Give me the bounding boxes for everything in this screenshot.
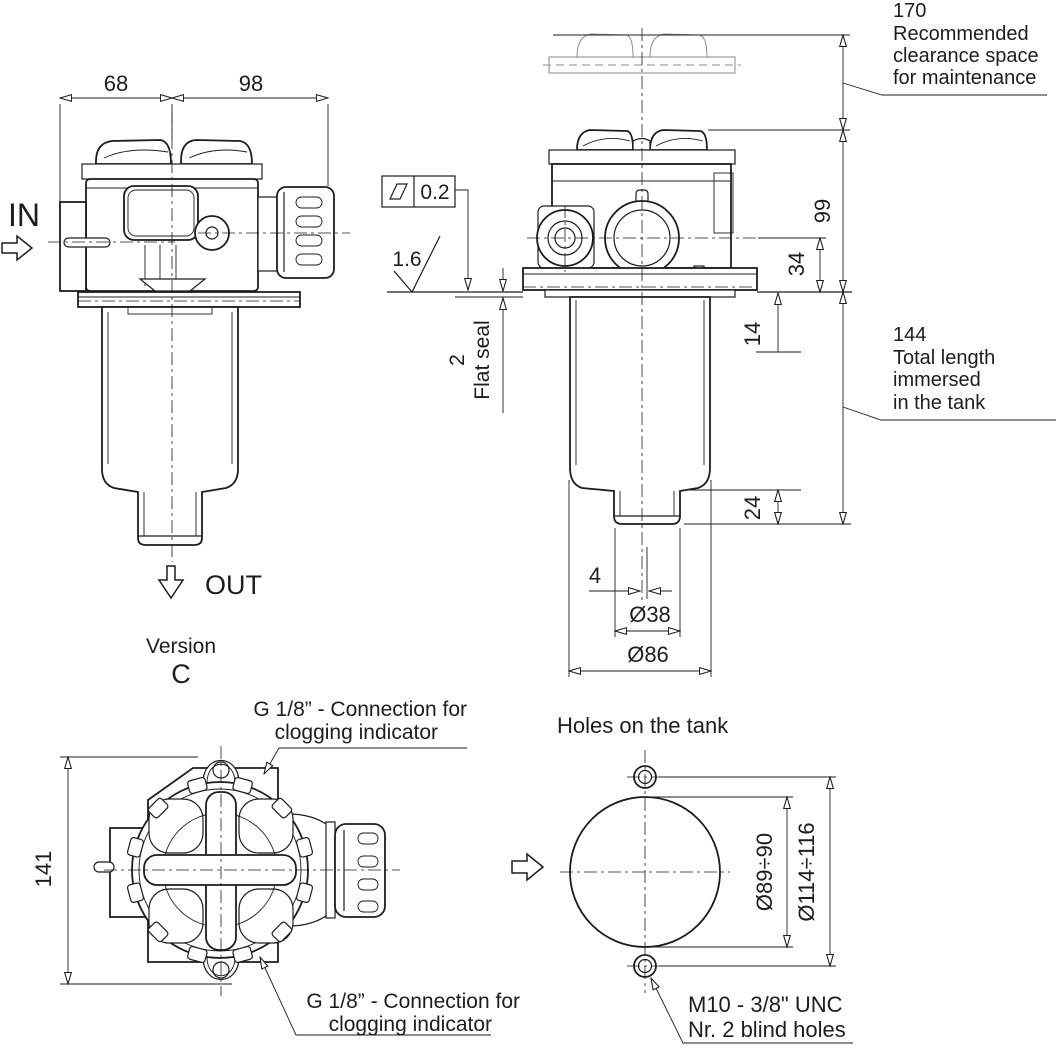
- dim-4-label: 4: [589, 563, 601, 588]
- front-view-bowl: [569, 296, 711, 525]
- in-label: IN: [8, 197, 40, 233]
- g18-bottom-line2: clogging indicator: [329, 1013, 492, 1036]
- flatness-value: 0.2: [420, 181, 449, 204]
- knurled-knob: [276, 186, 335, 279]
- dim-141-label: 141: [31, 851, 56, 888]
- dim-34: 34: [758, 238, 826, 292]
- immersed-note-1: Total length: [893, 347, 995, 369]
- clearance-note-2: clearance space: [893, 45, 1039, 67]
- dim-24: 24: [684, 490, 851, 524]
- g18-bottom-line1: G 1/8” - Connection for: [306, 990, 520, 1013]
- front-view-head: [522, 129, 758, 298]
- dim-dia38: Ø38: [615, 528, 680, 637]
- side-view-bowl: [101, 306, 239, 546]
- top-view: 141: [31, 698, 520, 1036]
- holes-title: Holes on the tank: [557, 713, 729, 738]
- dim-seal: 2 Flat seal: [446, 268, 503, 413]
- dia-38-label: Ø38: [629, 602, 671, 627]
- version-word: Version: [146, 635, 216, 658]
- dim-hole-dia: Ø89÷90: [648, 797, 793, 947]
- side-view: 68 98: [1, 71, 350, 689]
- mounting-flange: [77, 291, 301, 308]
- clearance-note-3: for maintenance: [893, 67, 1036, 89]
- dim-141: 141: [31, 757, 232, 984]
- dim-68-label: 68: [104, 71, 128, 96]
- front-view: [522, 28, 852, 604]
- version-letter: C: [171, 659, 191, 689]
- dim-width-68-98: 68 98: [60, 71, 328, 206]
- immersed-value: 144: [893, 324, 926, 346]
- dim-170: 170 Recommended clearance space for main…: [843, 0, 1047, 130]
- drain-boss: [138, 278, 207, 292]
- dim-24-label: 24: [740, 496, 765, 520]
- dim-14-label: 14: [740, 322, 765, 346]
- immersed-note-3: in the tank: [893, 392, 986, 414]
- inlet-slot: [63, 237, 111, 248]
- dim-98-label: 98: [239, 71, 263, 96]
- flatness-symbol-icon: [389, 183, 408, 200]
- hole-dia-label: Ø89÷90: [752, 833, 777, 911]
- seal-thickness-label: 2: [446, 354, 469, 366]
- cap-serration-tabs: [126, 776, 314, 964]
- surface-symbols: 0.2 1.6 2 Flat seal: [381, 175, 523, 413]
- filter-bowl: [569, 296, 711, 525]
- roughness-value: 1.6: [392, 248, 421, 271]
- flatness-tolerance-frame: [381, 175, 456, 208]
- dim-144: 144 Total length immersed in the tank: [843, 292, 1056, 524]
- dim-99: 99: [810, 130, 843, 292]
- m10-line2: Nr. 2 blind holes: [688, 1017, 846, 1042]
- dim-4: 4: [589, 563, 672, 591]
- clearance-value: 170: [893, 0, 926, 22]
- flange-collar: [544, 289, 736, 298]
- right-dimensions: 170 Recommended clearance space for main…: [684, 0, 1056, 524]
- m10-line1: M10 - 3/8" UNC: [688, 992, 843, 1017]
- g18-top-line2: clogging indicator: [275, 721, 438, 744]
- knob-neck: [257, 196, 279, 272]
- dim-14: 14: [740, 293, 801, 353]
- tank-holes-view: Holes on the tank Ø89÷90 Ø114÷116 M10 - …: [511, 713, 853, 1044]
- flat-seal-label: Flat seal: [471, 320, 494, 399]
- clearance-note-1: Recommended: [893, 23, 1029, 45]
- m10-note: M10 - 3/8" UNC Nr. 2 blind holes: [651, 978, 853, 1044]
- g18-note-bottom: G 1/8” - Connection for clogging indicat…: [260, 957, 520, 1036]
- cap-wing-right: [649, 129, 708, 151]
- bottom-dimensions: 4 Ø38 Ø86: [569, 480, 711, 677]
- knurled-knob: [334, 823, 386, 918]
- dim-bolt-dia: Ø114÷116: [659, 777, 836, 966]
- g18-top-line1: G 1/8” - Connection for: [253, 698, 467, 721]
- out-label: OUT: [205, 570, 262, 600]
- view-direction-arrow-icon: [511, 852, 545, 882]
- bolt-dia-label: Ø114÷116: [794, 822, 819, 921]
- dim-dia86: Ø86: [569, 480, 711, 677]
- filter-bowl: [101, 306, 239, 546]
- immersed-note-2: immersed: [893, 369, 981, 391]
- flow-in-arrow-icon: [1, 234, 34, 262]
- cap-wing-right: [180, 139, 253, 165]
- dim-34-label: 34: [784, 252, 809, 276]
- dia-86-label: Ø86: [627, 642, 669, 667]
- cap-wing-left: [95, 139, 172, 165]
- label-plate: [123, 185, 199, 241]
- g18-note-top: G 1/8” - Connection for clogging indicat…: [253, 698, 467, 774]
- dim-99-label: 99: [810, 199, 835, 223]
- side-view-head: [59, 139, 335, 308]
- flow-out-arrow-icon: [157, 565, 185, 600]
